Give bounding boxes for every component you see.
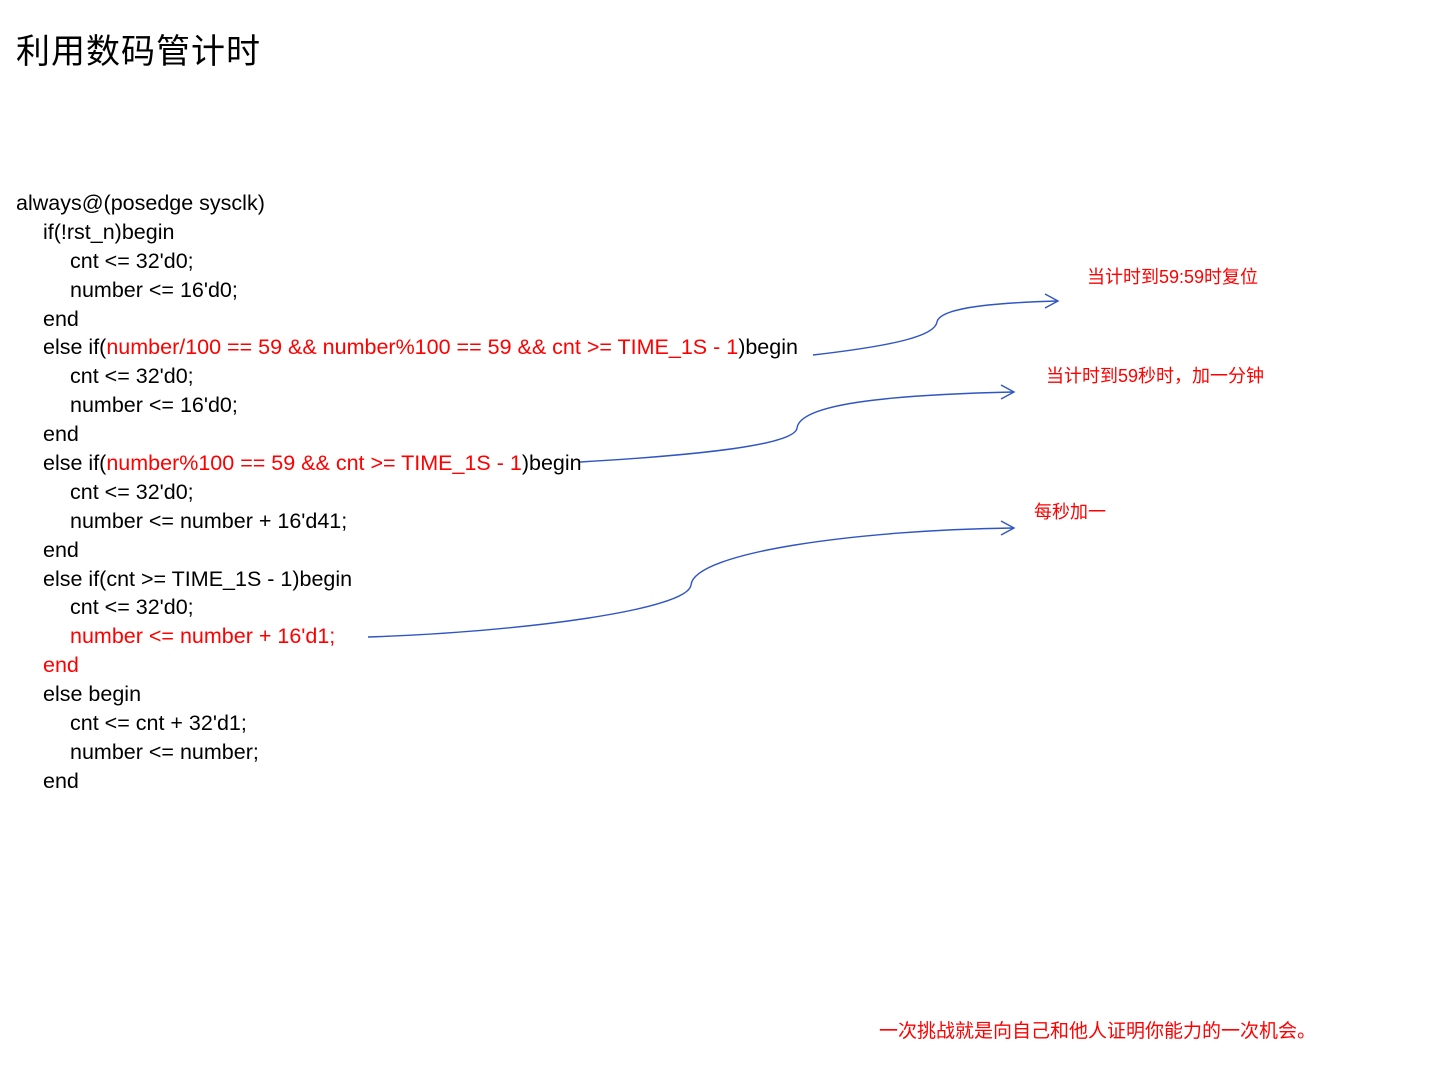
annotation-text: 当计时到 — [1087, 267, 1159, 288]
code-begin-suffix: )begin — [521, 451, 582, 476]
code-block: always@(posedge sysclk) if(!rst_n)begin … — [16, 189, 798, 796]
code-line-cnt-reset-4: cnt <= 32'd0; — [70, 595, 194, 620]
annotation-number: 59 — [1118, 366, 1139, 386]
code-line-end-4: end — [43, 653, 79, 678]
code-line-end-3: end — [43, 537, 79, 562]
code-line-number-hold: number <= number; — [70, 739, 259, 764]
arrow-add-minute-head — [1000, 384, 1016, 400]
code-line-end-1: end — [43, 306, 79, 331]
code-condition-59s: number%100 == 59 && cnt >= TIME_1S - 1 — [106, 451, 522, 476]
code-line-else-begin: else begin — [43, 682, 142, 707]
annotation-text: 秒时，加一分钟 — [1138, 366, 1265, 387]
code-line-cnt-reset-3: cnt <= 32'd0; — [70, 479, 194, 504]
code-line-end-2: end — [43, 422, 79, 447]
annotation-add-second: 每秒加一 — [1034, 502, 1106, 523]
arrow-reset-5959 — [812, 300, 1058, 356]
footer-quote: 一次挑战就是向自己和他人证明你能力的一次机会。 — [879, 1020, 1317, 1042]
annotation-text: 时复位 — [1204, 267, 1259, 288]
arrow-reset-5959-head — [1044, 293, 1060, 309]
code-line-cnt-increment: cnt <= cnt + 32'd1; — [70, 711, 247, 736]
arrow-add-second-head — [1000, 520, 1016, 536]
code-line-else-if-1s: else if(cnt >= TIME_1S - 1)begin — [43, 566, 353, 591]
code-line-number-add-1: number <= number + 16'd1; — [70, 624, 336, 649]
code-line-always: always@(posedge sysclk) — [16, 191, 265, 215]
slide-title: 利用数码管计时 — [16, 32, 261, 72]
code-condition-5959: number/100 == 59 && number%100 == 59 && … — [106, 335, 739, 360]
code-else-if-prefix: else if( — [43, 335, 107, 360]
code-line-if-reset: if(!rst_n)begin — [43, 219, 175, 244]
annotation-text: 当计时到 — [1046, 366, 1118, 387]
code-else-if-prefix: else if( — [43, 451, 107, 476]
code-line-cnt-reset-1: cnt <= 32'd0; — [70, 248, 194, 273]
annotation-add-minute: 当计时到59秒时，加一分钟 — [1046, 364, 1264, 389]
code-line-number-reset-2: number <= 16'd0; — [70, 393, 238, 418]
code-line-cnt-reset-2: cnt <= 32'd0; — [70, 364, 194, 389]
code-line-else-if-59s: else if(number%100 == 59 && cnt >= TIME_… — [16, 449, 798, 478]
annotation-reset-5959: 当计时到59:59时复位 — [1087, 265, 1258, 290]
code-line-number-add-41: number <= number + 16'd41; — [70, 508, 348, 533]
code-line-end-5: end — [43, 768, 79, 793]
code-line-else-if-5959: else if(number/100 == 59 && number%100 =… — [16, 333, 798, 362]
code-begin-suffix: )begin — [738, 335, 798, 360]
annotation-number: 59:59 — [1159, 267, 1205, 287]
code-line-number-reset-1: number <= 16'd0; — [70, 277, 238, 302]
